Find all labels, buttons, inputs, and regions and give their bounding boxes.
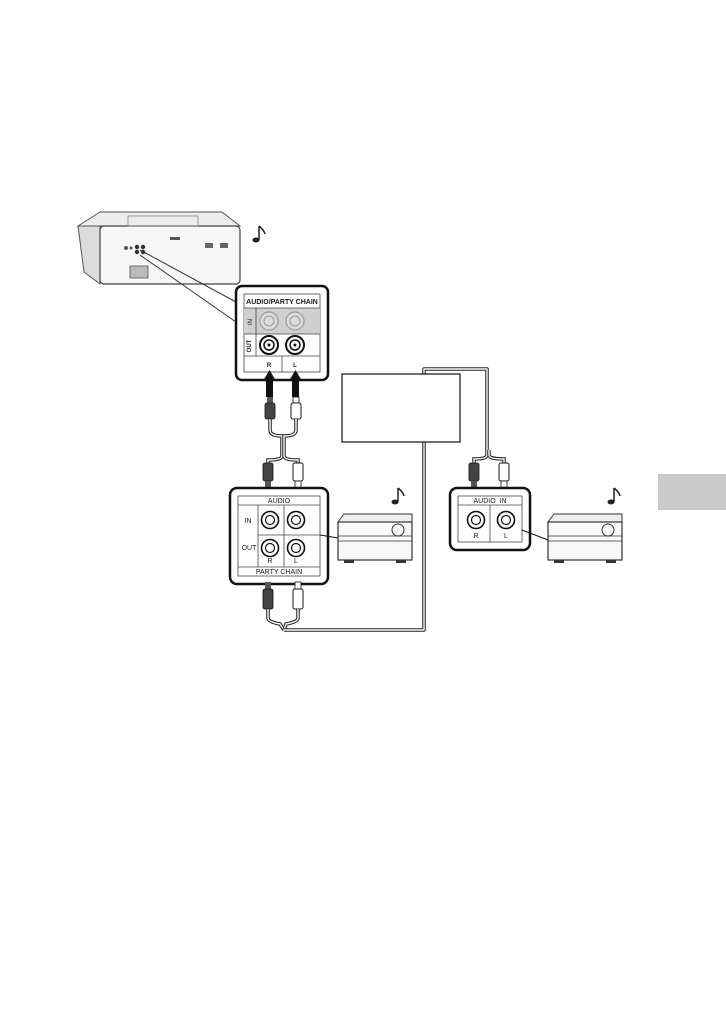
- middle-panel-out-label: OUT: [242, 545, 258, 552]
- right-panel-l-label: L: [504, 533, 508, 540]
- music-note-icon: [391, 487, 405, 505]
- empty-label-box: [341, 373, 461, 443]
- music-note-icon: [252, 225, 266, 243]
- middle-panel-l-label: L: [294, 558, 298, 565]
- rca-plug: [292, 462, 304, 491]
- rca-plug: [498, 462, 510, 491]
- right-audio-component: [521, 513, 623, 563]
- rca-plug: [264, 397, 276, 420]
- main-unit-jack-panel: AUDIO/PARTY CHAIN IN OUT R L: [234, 284, 330, 382]
- right-panel-r-label: R: [473, 533, 478, 540]
- main-panel-r-label: R: [267, 363, 272, 369]
- main-panel-header: AUDIO/PARTY CHAIN: [246, 299, 318, 306]
- middle-panel-footer: PARTY CHAIN: [256, 569, 302, 576]
- middle-panel-r-label: R: [267, 558, 272, 565]
- main-panel-out-jack-l: [285, 335, 305, 355]
- right-component-jack-panel: AUDIO IN R L: [448, 486, 532, 552]
- main-panel-in-jack-r: [259, 311, 279, 331]
- main-panel-l-label: L: [293, 363, 297, 369]
- main-panel-in-label: IN: [248, 319, 254, 325]
- rca-plug: [290, 396, 302, 420]
- main-panel-in-jack-l: [285, 311, 305, 331]
- main-unit: [76, 211, 242, 323]
- rca-plug: [468, 462, 480, 490]
- rca-cable-lower: [262, 367, 510, 632]
- middle-panel-in-jack-l: [286, 510, 306, 530]
- middle-panel-in-jack-r: [260, 510, 280, 530]
- middle-panel-out-jack-l: [286, 538, 306, 558]
- rca-plug: [262, 462, 274, 490]
- rca-plug: [262, 582, 274, 610]
- middle-component-jack-panel: AUDIO IN OUT R L PARTY CHAIN: [228, 486, 330, 586]
- middle-panel-out-jack-r: [260, 538, 280, 558]
- middle-panel-header: AUDIO: [268, 498, 291, 505]
- insert-arrow-icon: [289, 370, 302, 397]
- main-panel-out-label: OUT: [247, 339, 253, 352]
- rca-cable-upper: [262, 396, 304, 491]
- rca-plug: [292, 581, 304, 610]
- right-panel-jack-r: [466, 510, 486, 530]
- insert-arrow-icon: [263, 370, 276, 397]
- music-note-icon: [607, 487, 621, 505]
- main-panel-out-jack-r: [259, 335, 279, 355]
- right-panel-jack-l: [496, 510, 516, 530]
- section-tab: [658, 474, 726, 510]
- middle-audio-component: [319, 513, 413, 563]
- middle-panel-in-label: IN: [245, 518, 252, 525]
- right-panel-header: AUDIO IN: [473, 498, 506, 505]
